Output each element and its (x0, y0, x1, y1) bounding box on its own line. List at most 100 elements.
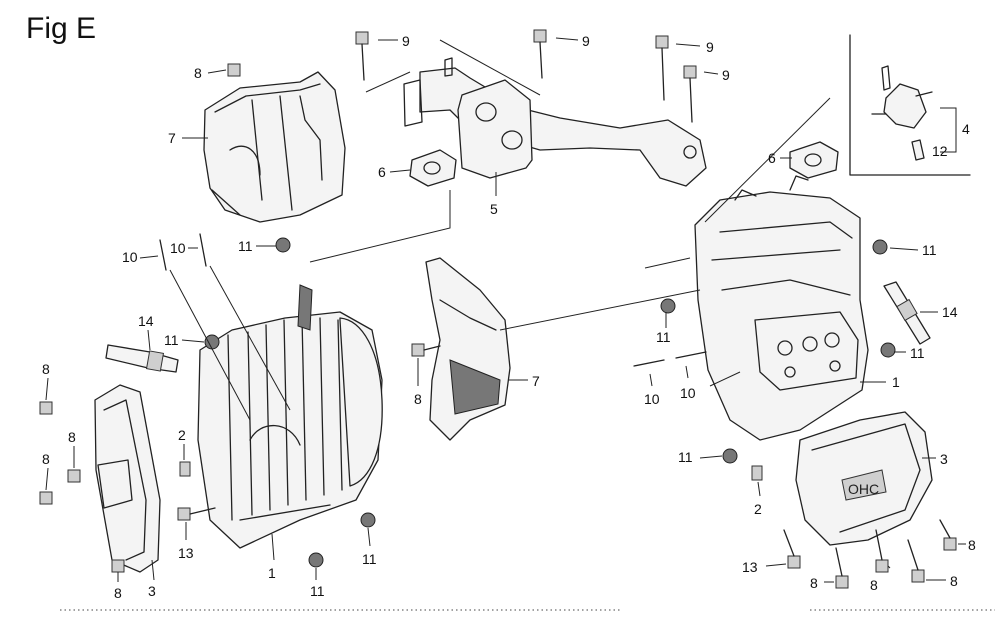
callout-label: 12 (932, 143, 948, 159)
callout-label: 13 (178, 545, 194, 561)
assembly-lines (60, 39, 995, 611)
callout-label: 9 (582, 33, 590, 49)
callout-7-middle: 7 (508, 373, 540, 389)
callout-label: 5 (490, 201, 498, 217)
callout-label: 10 (644, 391, 660, 407)
callout-label: 7 (532, 373, 540, 389)
callout-label: 1 (268, 565, 276, 581)
callout-8-left-b: 8 (68, 429, 76, 468)
fastener-set (39, 29, 957, 589)
callout-8-left-bottom: 8 (114, 572, 122, 601)
callout-label: 6 (378, 164, 386, 180)
callout-label: 9 (706, 39, 714, 55)
cover-logo: OHC (848, 481, 879, 497)
callout-2-right: 2 (754, 481, 762, 517)
gasket-left (409, 149, 457, 187)
callout-11-right-top: 11 (889, 242, 937, 258)
cooling-shroud-upper (203, 71, 346, 223)
callout-1-left: 1 (268, 533, 276, 581)
cylinder-left (197, 284, 383, 549)
callout-label: 14 (138, 313, 154, 329)
callout-11-upper-left: 11 (238, 238, 276, 254)
callout-label: 8 (42, 451, 50, 467)
callout-4: 4 (940, 107, 970, 153)
callout-9-d: 9 (703, 67, 730, 83)
stud-set (159, 233, 707, 367)
spark-plug-left (105, 344, 179, 373)
callout-label: 9 (402, 33, 410, 49)
callout-14-left: 14 (138, 313, 154, 351)
callout-label: 11 (164, 332, 179, 348)
callout-label: 10 (122, 249, 138, 265)
callout-label: 7 (168, 130, 176, 146)
callout-label: 3 (940, 451, 948, 467)
callout-label: 2 (754, 501, 762, 517)
callout-8-right-b: 8 (870, 565, 891, 593)
callout-12: 12 (932, 143, 948, 159)
callout-label: 8 (68, 429, 76, 445)
figure-title: Fig E (26, 12, 97, 45)
callout-label: 8 (114, 585, 122, 601)
callout-label: 3 (148, 583, 156, 599)
callout-label: 4 (962, 121, 970, 137)
spark-plug-right (883, 281, 931, 345)
callout-label: 11 (922, 242, 937, 258)
callout-8-right-d: 8 (958, 537, 976, 553)
callout-11-right-mid: 11 (894, 345, 925, 361)
callout-9-b: 9 (555, 33, 590, 49)
callout-8-top-left: 8 (194, 65, 227, 81)
breather-assembly (849, 34, 971, 176)
callout-label: 13 (742, 559, 758, 575)
callout-14-right: 14 (920, 304, 958, 320)
callout-11-bottom-b: 11 (310, 568, 325, 599)
callout-9-c: 9 (675, 39, 714, 55)
callout-label: 11 (362, 551, 377, 567)
callout-label: 8 (810, 575, 818, 591)
callout-10-c: 10 (644, 373, 660, 407)
callout-label: 1 (892, 374, 900, 390)
callout-11-left-mid: 11 (164, 332, 205, 348)
callout-label: 8 (950, 573, 958, 589)
callout-label: 11 (310, 583, 325, 599)
callout-6-right: 6 (768, 150, 792, 166)
callout-6-left: 6 (378, 164, 411, 180)
callout-11-bottom-a: 11 (362, 527, 377, 567)
callout-2-left: 2 (178, 427, 186, 460)
callout-1-right: 1 (860, 374, 900, 390)
callout-13-left: 13 (178, 522, 194, 561)
callout-label: 8 (968, 537, 976, 553)
callout-label: 11 (238, 238, 253, 254)
intake-manifold (403, 57, 707, 187)
callout-8-right-a: 8 (810, 575, 834, 591)
callout-label: 11 (910, 345, 925, 361)
callout-11-right-low: 11 (678, 449, 723, 465)
valve-cover-right: OHC (795, 411, 933, 546)
callout-8-left-a: 8 (42, 361, 50, 401)
callout-label: 11 (678, 449, 693, 465)
callout-label: 8 (42, 361, 50, 377)
valve-cover-left (94, 384, 161, 573)
callout-8-left-c: 8 (42, 451, 50, 491)
callout-7-upper: 7 (168, 130, 208, 146)
callout-5: 5 (490, 172, 498, 217)
callout-label: 9 (722, 67, 730, 83)
callout-label: 8 (414, 391, 422, 407)
callout-9-a: 9 (378, 33, 410, 49)
callout-10-d: 10 (680, 365, 696, 401)
callout-label: 10 (680, 385, 696, 401)
callout-10-b: 10 (170, 240, 198, 256)
callout-label: 8 (194, 65, 202, 81)
gasket-right (789, 141, 839, 179)
callout-label: 8 (870, 577, 878, 593)
callout-label: 6 (768, 150, 776, 166)
callout-3-right: 3 (922, 451, 948, 467)
callout-label: 10 (170, 240, 186, 256)
cylinder-head-right (694, 175, 869, 441)
callout-label: 11 (656, 329, 671, 345)
callout-3-left: 3 (148, 559, 156, 599)
callout-label: 14 (942, 304, 958, 320)
callout-10-a: 10 (122, 249, 159, 265)
callout-11-center-right: 11 (656, 312, 671, 345)
cooling-shroud-middle (425, 257, 511, 441)
